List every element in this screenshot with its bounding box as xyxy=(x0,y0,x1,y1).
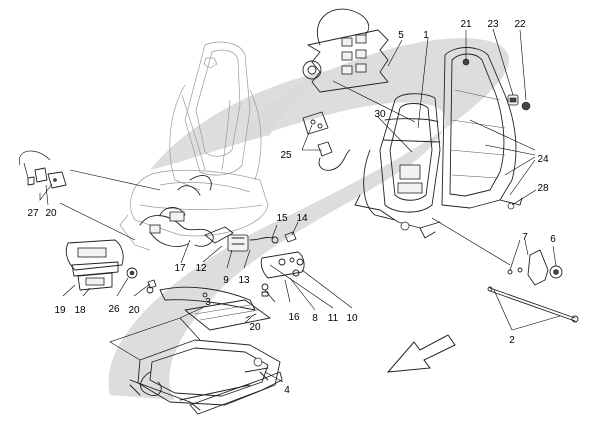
seat-back-frame xyxy=(354,93,441,239)
label-11: 11 xyxy=(328,313,339,324)
label-22: 21 xyxy=(460,19,472,30)
label-13: 13 xyxy=(238,275,250,286)
label-28: 27 xyxy=(27,208,39,219)
label-27: 26 xyxy=(108,304,120,315)
label-25: 24 xyxy=(537,154,549,165)
label-18: 18 xyxy=(74,305,86,316)
seat-motors xyxy=(147,231,305,319)
label-16: 16 xyxy=(288,312,300,323)
wiring-harness xyxy=(139,175,234,247)
label-20b: 20 xyxy=(249,322,261,333)
label-14: 14 xyxy=(296,213,308,224)
label-6: 6 xyxy=(550,234,556,245)
seat-outline xyxy=(119,41,269,251)
connectors-left xyxy=(27,167,67,189)
label-19: 19 xyxy=(54,305,66,316)
label-24: 23 xyxy=(487,19,499,30)
seat-cushion-frame xyxy=(129,339,283,415)
trim-clips xyxy=(507,94,531,210)
label-23: 22 xyxy=(514,19,526,30)
label-3: 3 xyxy=(205,297,211,308)
label-4: 4 xyxy=(284,385,290,396)
label-12: 12 xyxy=(195,263,207,274)
label-5: 5 xyxy=(398,30,404,41)
label-20a: 20 xyxy=(128,305,140,316)
label-21: 20 xyxy=(45,208,57,219)
label-1: 1 xyxy=(423,30,429,41)
label-2: 2 xyxy=(509,335,515,346)
label-8: 8 xyxy=(312,313,318,324)
lumbar-support-mat xyxy=(302,8,389,93)
part-labels: 1 5 21 23 22 30 24 25 28 27 20 15 14 7 6… xyxy=(27,19,556,396)
label-10: 10 xyxy=(346,313,358,324)
recliner-parts xyxy=(487,249,579,323)
background-swoosh xyxy=(108,38,509,401)
label-9: 9 xyxy=(223,275,229,286)
label-26: 25 xyxy=(280,150,292,161)
label-17: 17 xyxy=(174,263,186,274)
label-29: 28 xyxy=(537,183,549,194)
leader-lines xyxy=(18,28,561,383)
seat-switch-panel xyxy=(65,239,138,291)
label-30: 30 xyxy=(374,109,386,120)
label-7: 7 xyxy=(522,232,528,243)
label-15: 15 xyxy=(276,213,288,224)
sensor-bracket xyxy=(302,111,351,171)
direction-arrow xyxy=(386,334,456,373)
